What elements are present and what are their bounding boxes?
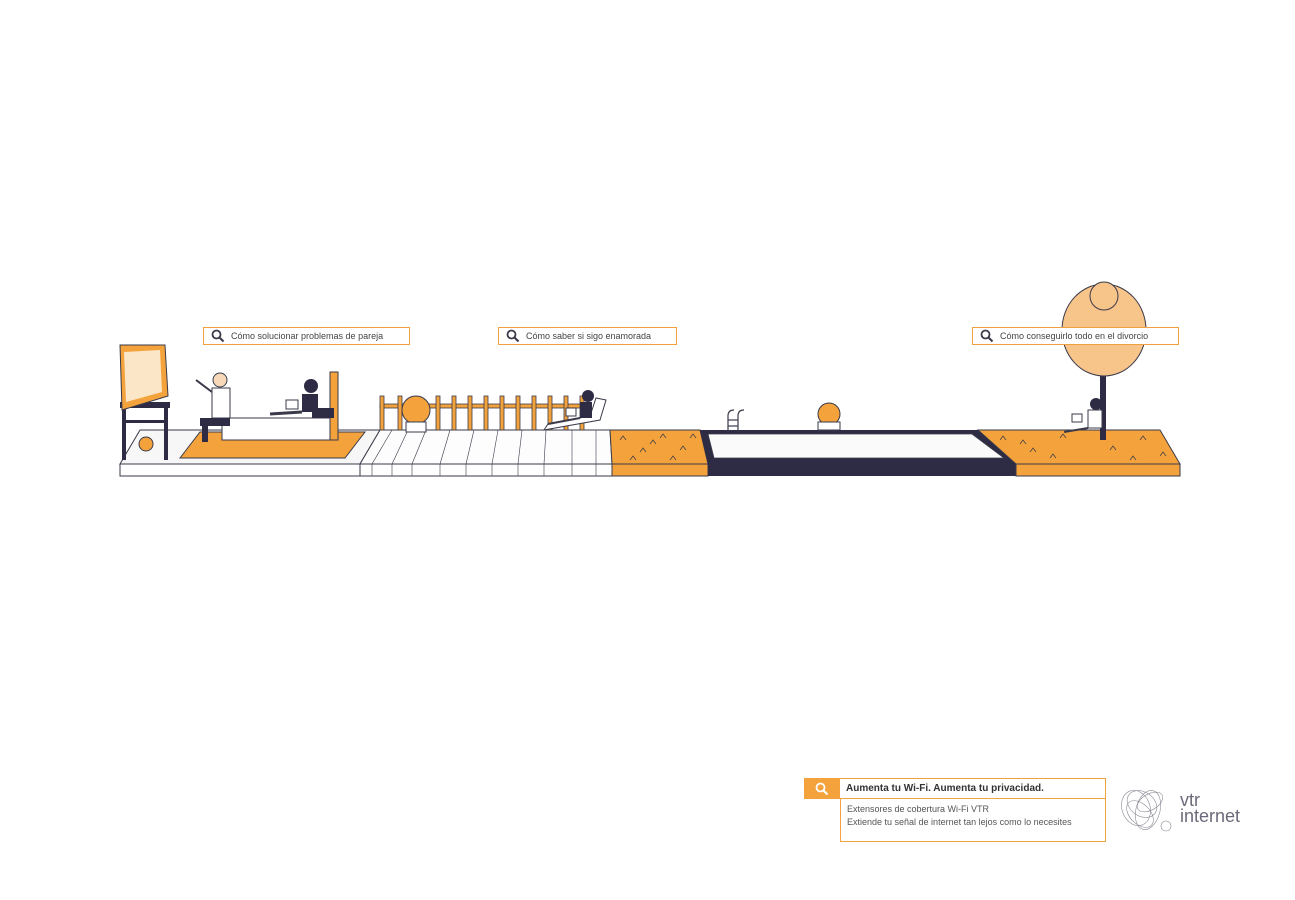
promo-body: Extensores de cobertura Wi-Fi VTR Extien… (840, 799, 1106, 842)
promo-box: Aumenta tu Wi-Fi. Aumenta tu privacidad.… (804, 778, 1106, 842)
search-icon (211, 329, 225, 343)
vtr-logo-icon (1121, 790, 1172, 832)
potted-plant (817, 402, 841, 431)
woman-tree-figure (1063, 398, 1103, 433)
promo-line-2: Extiende tu señal de internet tan lejos … (847, 817, 1072, 827)
search-text: Cómo saber si sigo enamorada (526, 331, 652, 341)
search-icon (815, 782, 829, 795)
search-box-2: Cómo saber si sigo enamorada (498, 327, 677, 345)
woman-deck-figure (542, 390, 607, 431)
promo-header: Aumenta tu Wi-Fi. Aumenta tu privacidad. (804, 778, 1106, 799)
promo-title: Aumenta tu Wi-Fi. Aumenta tu privacidad. (840, 778, 1106, 799)
promo-line-1: Extensores de cobertura Wi-Fi VTR (847, 804, 990, 814)
brand-line-2: internet (1180, 806, 1241, 826)
brand-text: vtr internet (1180, 790, 1241, 826)
bush (401, 395, 431, 433)
pool-ladder (727, 409, 745, 432)
search-icon (506, 329, 520, 343)
promo-search-icon-box (804, 778, 840, 799)
search-icon (980, 329, 994, 343)
woman-bed-figure (269, 379, 318, 416)
brand-line-1: vtr (1180, 790, 1200, 810)
search-text: Cómo solucionar problemas de pareja (231, 331, 384, 341)
tv-stand (119, 344, 170, 460)
search-box-3: Cómo conseguirlo todo en el divorcio (972, 327, 1179, 345)
search-text: Cómo conseguirlo todo en el divorcio (1000, 331, 1149, 341)
vtr-brand: vtr internet (1118, 784, 1258, 836)
man-figure (195, 372, 231, 442)
bed (221, 371, 339, 441)
search-box-1: Cómo solucionar problemas de pareja (203, 327, 410, 345)
